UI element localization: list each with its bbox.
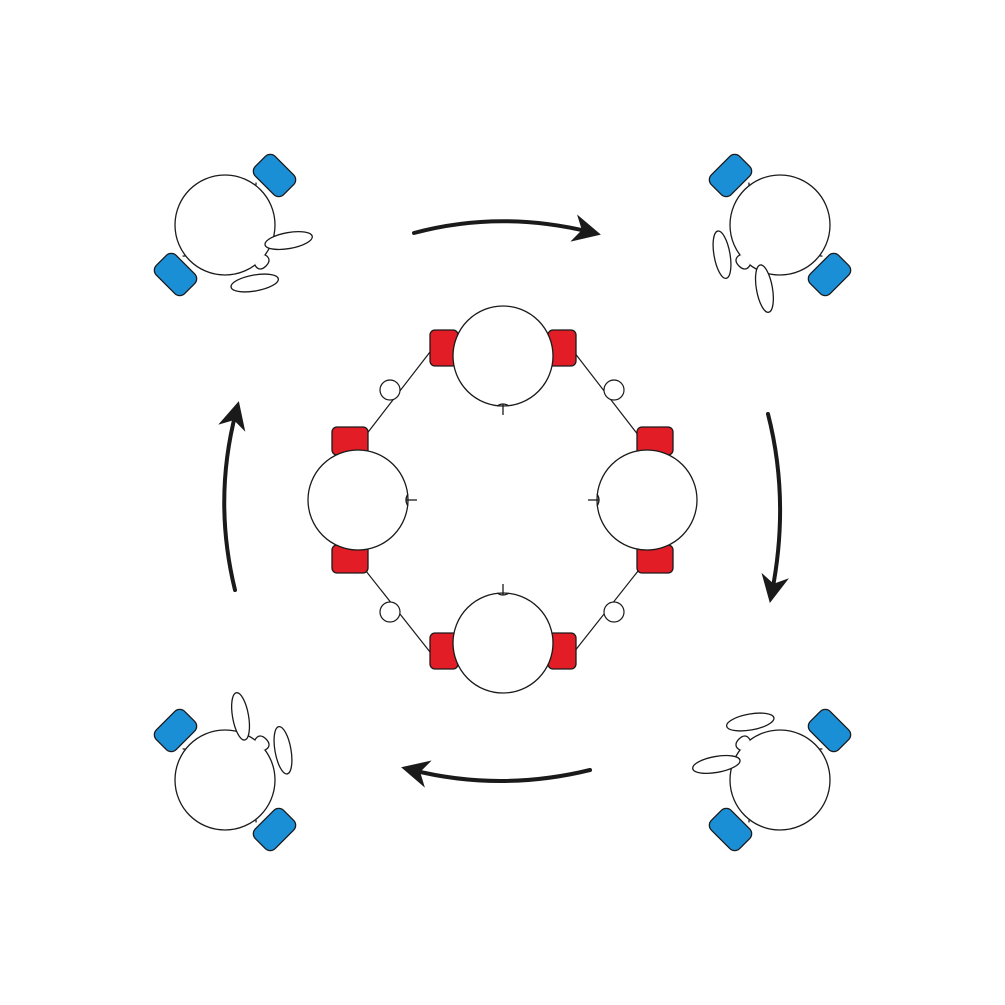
inner-person-bottom bbox=[429, 583, 577, 694]
hand-icon bbox=[379, 379, 401, 401]
inner-person-left bbox=[307, 426, 418, 574]
rotation-arrows bbox=[218, 214, 789, 788]
inner-person-top bbox=[429, 305, 577, 416]
arrow-right-icon bbox=[761, 412, 789, 603]
inner-ring bbox=[361, 351, 643, 653]
person-bottom-left bbox=[129, 661, 344, 876]
person-top-left bbox=[129, 129, 344, 344]
person-bottom-right bbox=[661, 661, 876, 876]
person-top-right bbox=[661, 129, 876, 344]
arrow-top-icon bbox=[412, 214, 601, 242]
inner-person-right bbox=[587, 426, 698, 574]
hand-icon bbox=[603, 379, 625, 401]
hand-icon bbox=[603, 601, 625, 623]
arrow-left-icon bbox=[218, 401, 246, 592]
arrow-bottom-icon bbox=[401, 760, 592, 788]
hand-icon bbox=[379, 601, 401, 623]
